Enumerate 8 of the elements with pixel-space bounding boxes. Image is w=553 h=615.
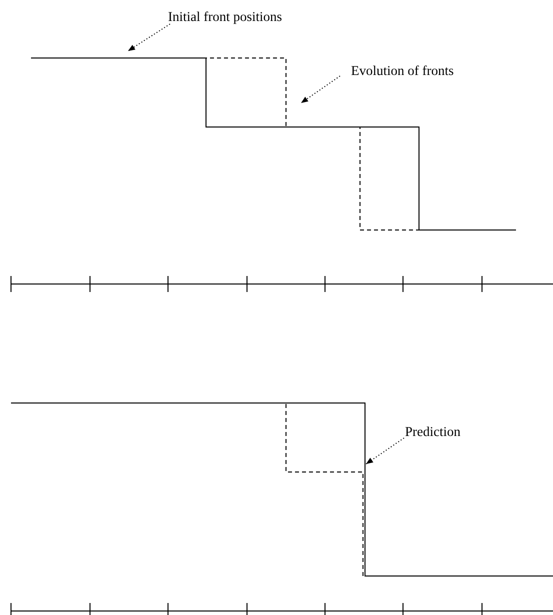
annotation-text: Initial front positions	[168, 9, 282, 25]
leader-line	[366, 438, 404, 464]
solid-front-line	[30, 58, 516, 230]
leader-line	[128, 24, 170, 52]
annotation-text: Prediction	[405, 424, 460, 440]
annotation-text: Evolution of fronts	[351, 63, 454, 79]
solid-front-line	[10, 402, 553, 576]
leader-line	[300, 76, 340, 104]
